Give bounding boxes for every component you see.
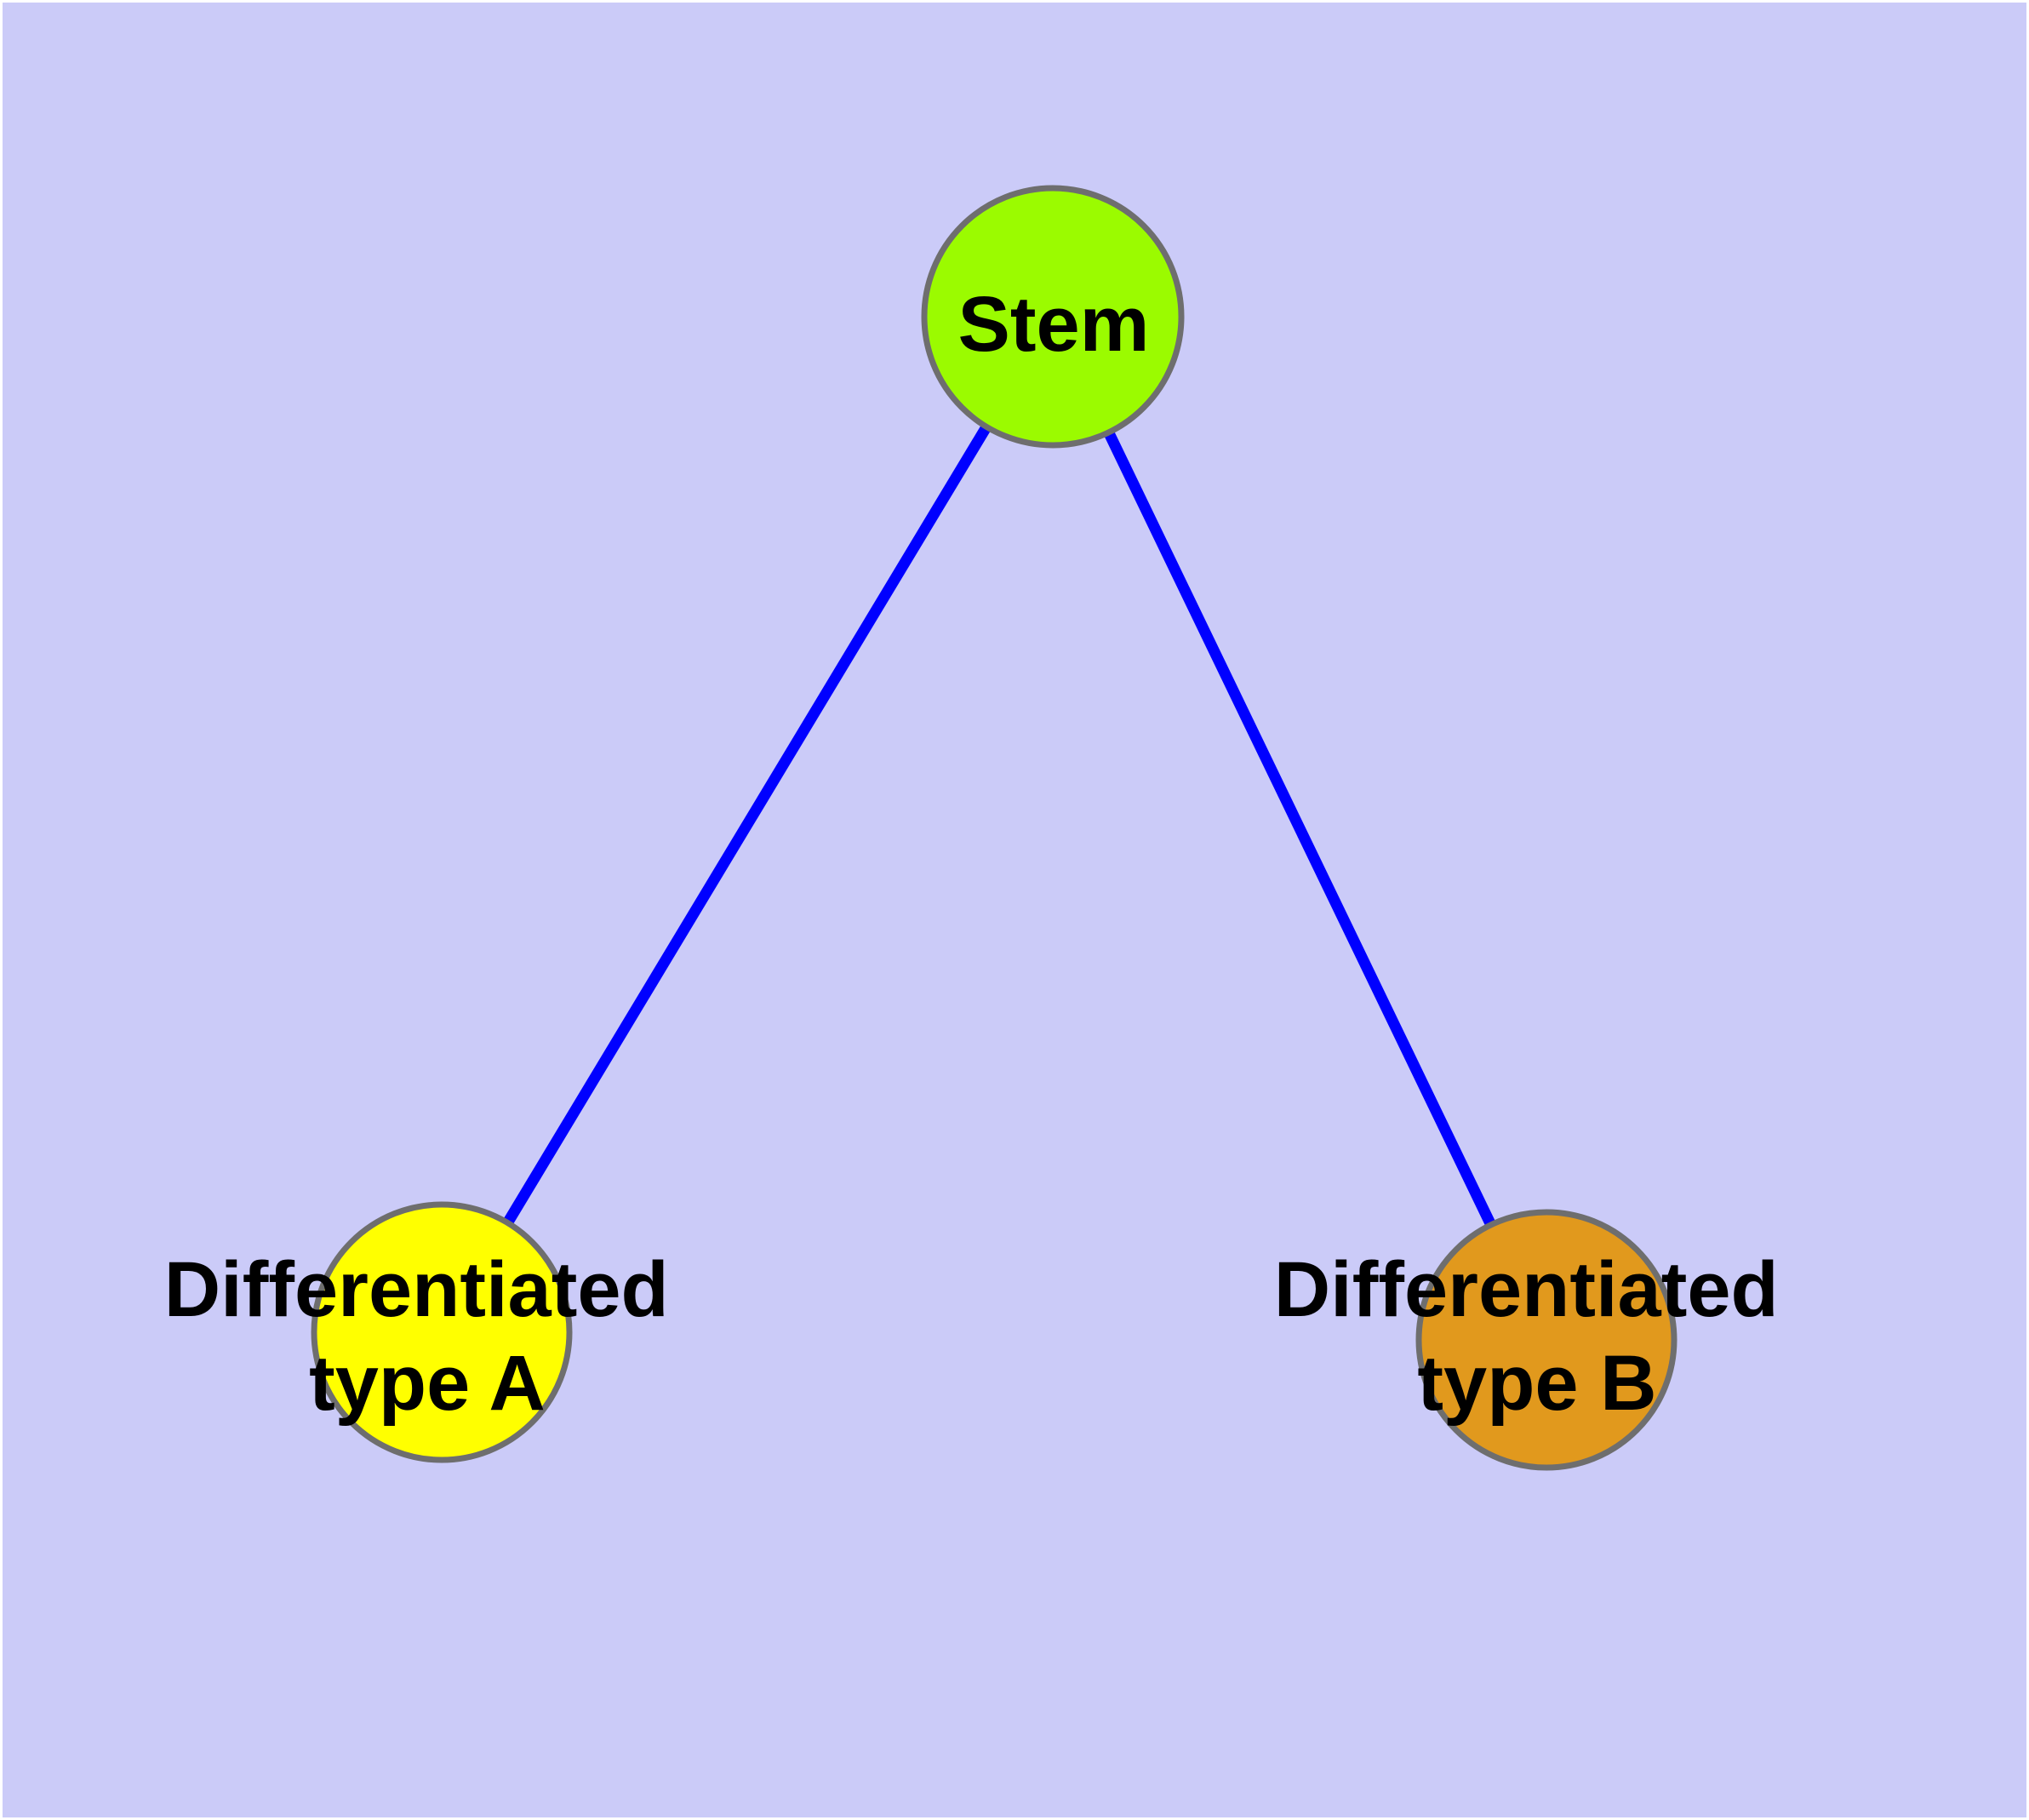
stem-node-label: Stem — [958, 281, 1150, 368]
node-stem: Stem — [921, 185, 1185, 449]
edges — [437, 313, 1552, 1342]
node-type-b: Differentiated type B — [1274, 1209, 1801, 1471]
type-a-node-circle — [311, 1201, 573, 1463]
type-a-node-label: Differentiated type A — [164, 1246, 691, 1427]
type-b-node-circle — [1415, 1209, 1677, 1471]
edge-stem-to-type-b — [1048, 314, 1552, 1342]
type-b-node-label: Differentiated type B — [1274, 1246, 1801, 1427]
stem-node-circle — [921, 185, 1185, 449]
edge-stem-to-type-a — [437, 313, 1058, 1336]
type-a-label-line-1: Differentiated — [164, 1246, 669, 1333]
type-b-label-line-2: type B — [1417, 1340, 1656, 1427]
type-b-label-line-1: Differentiated — [1274, 1246, 1779, 1333]
type-a-label-line-2: type A — [309, 1340, 546, 1427]
node-type-a: Differentiated type A — [164, 1201, 691, 1463]
